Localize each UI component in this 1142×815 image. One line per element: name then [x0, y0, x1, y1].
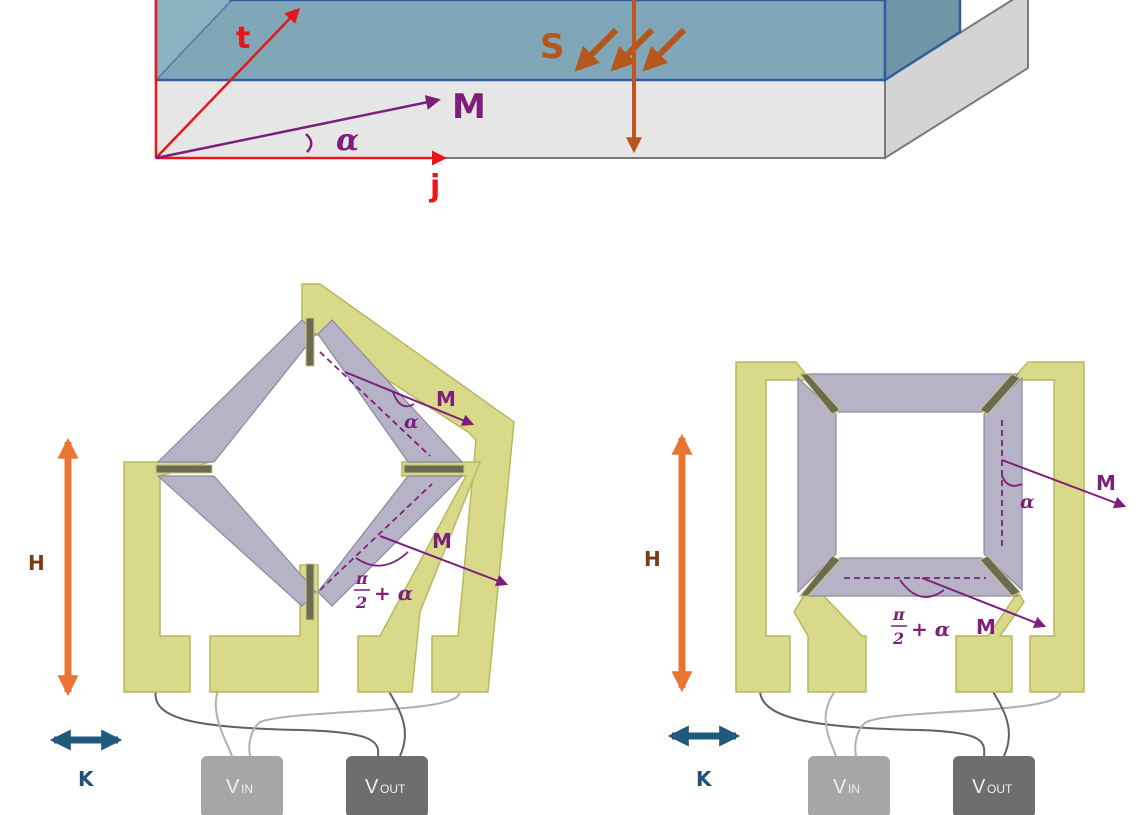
right-vout-box: V OUT	[953, 756, 1035, 815]
left-vout-main: V	[365, 776, 379, 798]
ferromagnetic-layer-front	[154, 0, 887, 82]
right-pi2-arc	[899, 579, 945, 598]
right-wires	[759, 689, 1062, 757]
ferromagnetic-layer-side	[883, 0, 962, 83]
left-pi2-arc	[355, 551, 409, 567]
left-bridge: M α M π 2 + α H K V IN V OUT	[28, 283, 515, 815]
slab-diagram: t S M α j	[154, 0, 1029, 204]
left-vout-sub: OUT	[380, 782, 406, 796]
right-m-arrow-bottom	[921, 577, 1047, 629]
left-dashed	[319, 351, 433, 591]
right-corner-contacts	[798, 373, 1021, 597]
right-vin-sub: IN	[848, 782, 860, 796]
left-corner-contacts	[155, 317, 465, 621]
alpha-arc	[305, 133, 313, 153]
right-vout-sub: OUT	[987, 782, 1013, 796]
strip-top-left	[156, 319, 317, 463]
label-s: S	[540, 27, 565, 67]
left-label-pi: π	[355, 569, 368, 588]
strip-bottom-right	[317, 475, 464, 607]
right-label-m-bottom: M	[976, 615, 996, 639]
left-label-two: 2	[355, 593, 367, 612]
label-t: t	[236, 21, 250, 56]
right-label-m-side: M	[1096, 471, 1116, 495]
left-label-k: K	[78, 767, 95, 791]
pad-right-2	[793, 591, 867, 693]
magnetization-arrow	[155, 95, 441, 160]
right-vin-main: V	[833, 776, 847, 798]
left-label-alpha: α	[404, 411, 419, 433]
left-label-h: H	[28, 551, 45, 575]
pad-right-3	[955, 590, 1025, 693]
label-alpha: α	[336, 123, 359, 158]
left-vin-box: V IN	[201, 756, 283, 815]
spin-arrow-1	[574, 27, 619, 72]
right-label-k: K	[696, 767, 713, 791]
pad-left-2	[209, 564, 319, 693]
pad-right-1	[735, 361, 812, 693]
strip-bottom-left	[156, 475, 317, 607]
left-m-arrow-lower	[379, 535, 509, 587]
left-wires	[154, 689, 461, 757]
label-j: j	[429, 169, 440, 204]
left-label-m-lower: M	[432, 529, 452, 553]
right-label-alpha: α	[1020, 491, 1035, 513]
right-label-two: 2	[892, 629, 904, 648]
left-alpha-arc	[392, 391, 415, 408]
right-alpha-arc	[1001, 475, 1023, 487]
right-vout-main: V	[972, 776, 986, 798]
right-dashed	[844, 420, 1003, 579]
left-label-m-upper: M	[436, 387, 456, 411]
slab-side-face	[884, 0, 1029, 160]
right-label-pi: π	[892, 605, 905, 624]
label-m: M	[452, 87, 486, 127]
left-m-arrow-upper	[344, 371, 475, 426]
axis-t-arrow	[155, 7, 301, 159]
left-vin-main: V	[226, 776, 240, 798]
spin-arrow-3	[642, 27, 687, 72]
right-square	[797, 373, 1023, 597]
pad-left-1	[123, 461, 211, 693]
right-m-arrow-side	[1001, 459, 1127, 509]
right-label-h: H	[644, 547, 661, 571]
right-label-plus-alpha: + α	[911, 617, 950, 641]
right-pads	[735, 361, 1085, 693]
left-vout-box: V OUT	[346, 756, 428, 815]
right-vin-box: V IN	[808, 756, 890, 815]
right-bridge: M α π 2 + α M H K V IN V OUT	[644, 361, 1127, 815]
pad-right-4	[1010, 361, 1085, 693]
slab-front-face	[155, 79, 886, 159]
left-label-plus-alpha: + α	[374, 581, 413, 605]
left-vin-sub: IN	[241, 782, 253, 796]
